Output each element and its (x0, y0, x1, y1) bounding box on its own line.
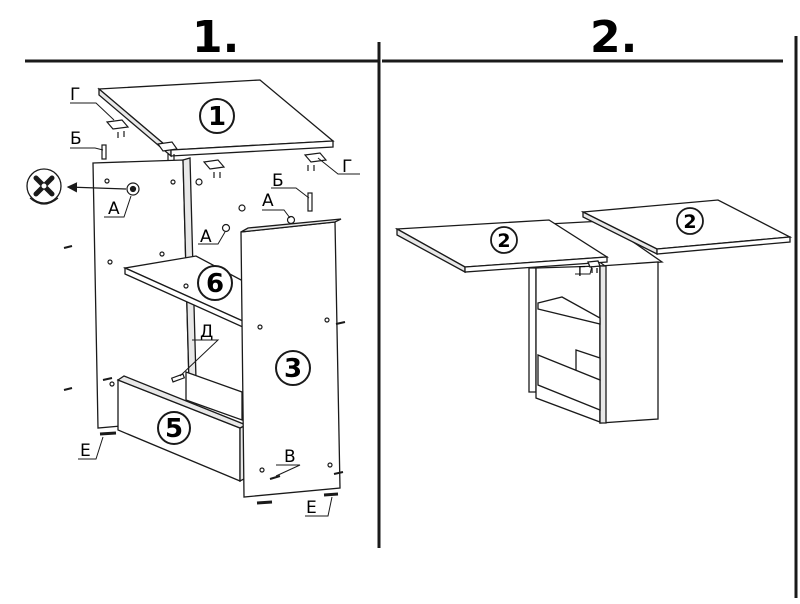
foot-right-a (256, 500, 273, 505)
dowel-d (170, 373, 186, 383)
part-number-5: 5 (157, 411, 191, 445)
bracket-g-1 (105, 119, 130, 130)
part-number-3: 3 (275, 350, 311, 386)
label-e-right: Е (306, 498, 317, 518)
top-panel-1-front (170, 140, 334, 157)
svg-text:5: 5 (165, 414, 183, 444)
dowel-b-left (101, 144, 107, 160)
cam-lock-icon (26, 168, 62, 205)
cabinet-front-edge (599, 265, 607, 424)
svg-text:2: 2 (683, 211, 696, 233)
label-a-mid: А (200, 227, 212, 247)
svg-text:6: 6 (206, 269, 224, 299)
label-a-left: А (108, 199, 120, 219)
cam-a-right (286, 215, 296, 225)
label-d: Д (200, 322, 213, 342)
label-g-step2: Г (578, 265, 586, 280)
cabinet-shelf (537, 296, 601, 325)
leaf-right-2-front (656, 236, 791, 255)
step2-assembled-view (394, 199, 793, 424)
svg-text:3: 3 (284, 354, 302, 384)
cabinet-side-left (528, 267, 537, 393)
foot-left (99, 431, 117, 436)
step-2-label: 2. (590, 12, 637, 63)
cabinet-front (599, 261, 659, 424)
inner-divider (185, 371, 243, 421)
dowel-b-right (307, 192, 313, 212)
leader-lines (70, 102, 360, 517)
leaf-left-2-front (464, 256, 608, 273)
label-v: В (284, 447, 296, 467)
foot-right-b (323, 492, 339, 497)
step1-exploded-view (92, 79, 342, 505)
side-panel-3-edge (240, 218, 342, 233)
part-number-2-left: 2 (490, 226, 518, 254)
cam-a-mid (221, 223, 231, 233)
label-e-left: Е (80, 441, 91, 461)
part-number-6: 6 (197, 265, 233, 301)
bracket-g-step2 (587, 260, 601, 268)
bracket-g-4 (303, 152, 328, 163)
rotate-arrows-icon (29, 197, 59, 205)
svg-text:1: 1 (208, 102, 226, 132)
part-number-2-right: 2 (676, 207, 704, 235)
svg-text:2: 2 (497, 230, 510, 252)
label-a-right: А (262, 191, 274, 211)
label-g-top: Г (70, 85, 80, 105)
step-1-label: 1. (192, 12, 239, 63)
hardware (63, 144, 346, 480)
bracket-g-2 (156, 141, 179, 152)
bracket-g-3 (202, 159, 226, 170)
label-b-right: Б (272, 171, 284, 191)
label-g-right: Г (342, 157, 352, 177)
screw-v (269, 475, 281, 480)
label-b-left: Б (70, 129, 82, 149)
cabinet-drawer (537, 354, 601, 411)
part-number-1: 1 (199, 98, 235, 134)
